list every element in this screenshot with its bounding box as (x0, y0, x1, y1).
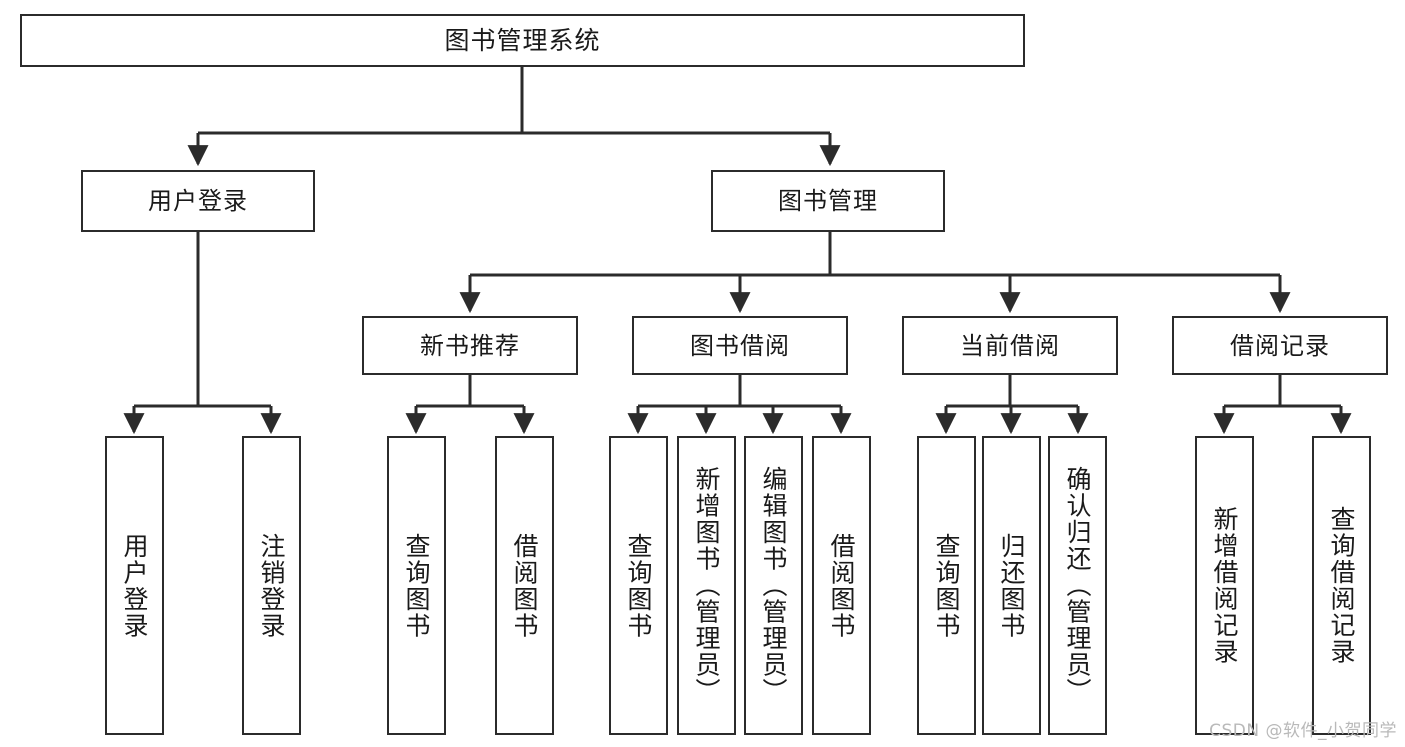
leaf-borrow-record-add[interactable]: 新增借阅记录 (1195, 436, 1254, 735)
node-label: 新增图书（管理员） (692, 466, 721, 705)
leaf-book-borrow-borrow[interactable]: 借阅图书 (812, 436, 871, 735)
node-label: 查询图书 (402, 532, 431, 639)
leaf-user-login-login[interactable]: 用户登录 (105, 436, 164, 735)
leaf-current-borrow-confirm-return[interactable]: 确认归还（管理员） (1048, 436, 1107, 735)
node-label: 图书借阅 (690, 331, 790, 360)
node-label: 查询图书 (624, 532, 653, 639)
node-new-book-recommend[interactable]: 新书推荐 (362, 316, 578, 375)
node-label: 当前借阅 (960, 331, 1060, 360)
node-label: 借阅图书 (827, 532, 856, 639)
watermark: CSDN @软件_小贺同学 (1209, 721, 1397, 741)
node-label: 图书管理 (778, 187, 878, 215)
node-book-borrow[interactable]: 图书借阅 (632, 316, 848, 375)
node-label: 新增借阅记录 (1210, 506, 1239, 665)
node-label: 借阅图书 (510, 532, 539, 639)
leaf-current-borrow-return[interactable]: 归还图书 (982, 436, 1041, 735)
node-label: 查询借阅记录 (1327, 506, 1356, 665)
node-label: 用户登录 (120, 532, 149, 639)
node-label: 新书推荐 (420, 331, 520, 360)
node-root-system[interactable]: 图书管理系统 (20, 14, 1025, 67)
node-label: 查询图书 (932, 532, 961, 639)
leaf-borrow-record-query[interactable]: 查询借阅记录 (1312, 436, 1371, 735)
node-label: 用户登录 (148, 187, 248, 215)
leaf-user-login-logout[interactable]: 注销登录 (242, 436, 301, 735)
leaf-current-borrow-query[interactable]: 查询图书 (917, 436, 976, 735)
node-label: 注销登录 (257, 532, 286, 639)
leaf-book-borrow-add[interactable]: 新增图书（管理员） (677, 436, 736, 735)
leaf-new-book-query[interactable]: 查询图书 (387, 436, 446, 735)
leaf-book-borrow-query[interactable]: 查询图书 (609, 436, 668, 735)
node-label: 借阅记录 (1230, 331, 1330, 360)
node-borrow-record[interactable]: 借阅记录 (1172, 316, 1388, 375)
node-current-borrow[interactable]: 当前借阅 (902, 316, 1118, 375)
node-label: 确认归还（管理员） (1063, 466, 1092, 705)
leaf-book-borrow-edit[interactable]: 编辑图书（管理员） (744, 436, 803, 735)
node-label: 编辑图书（管理员） (759, 466, 788, 705)
node-book-management[interactable]: 图书管理 (711, 170, 945, 232)
node-user-login[interactable]: 用户登录 (81, 170, 315, 232)
leaf-new-book-borrow[interactable]: 借阅图书 (495, 436, 554, 735)
node-label: 归还图书 (997, 532, 1026, 639)
node-label: 图书管理系统 (444, 26, 601, 55)
